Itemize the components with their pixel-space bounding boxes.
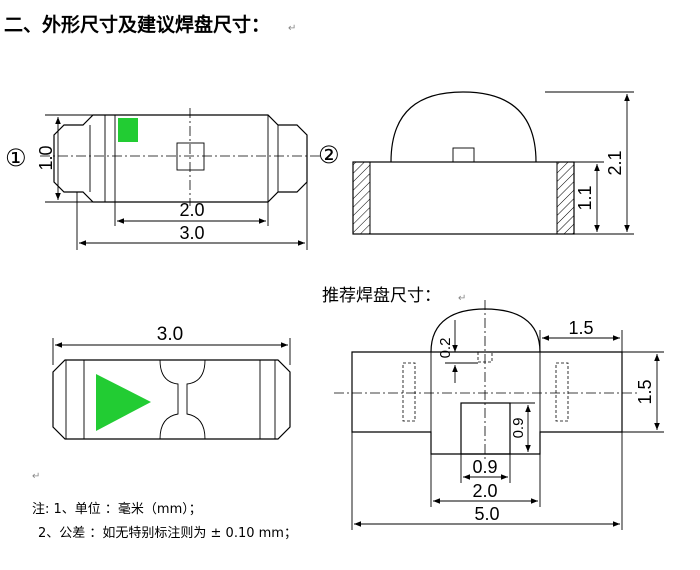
dim-body-height-label: 1.1 xyxy=(575,185,595,210)
pad-layout: 1.5 1.5 0.2 0.9 0.9 2.0 5.0 xyxy=(334,300,664,530)
dim-height-label: 1.0 xyxy=(36,145,56,170)
right-lead-hatch xyxy=(556,161,575,235)
left-lead-hatch xyxy=(352,161,371,235)
right-pad-lead xyxy=(555,362,569,422)
polarity-marker xyxy=(118,118,138,142)
note-line-2: 2、公差 ：如无特别标注则为 ± 0.10 mm； xyxy=(38,525,297,541)
dim-total-span-label: 5.0 xyxy=(474,504,499,524)
note-line-1: 注: 1、单位 ：毫米（mm）； xyxy=(32,501,202,517)
top-view-outline xyxy=(53,114,308,203)
side-view: ② 2.1 1.1 xyxy=(318,91,634,235)
polarity-triangle xyxy=(96,374,151,431)
left-pad-lead xyxy=(402,362,416,422)
dim-total-height-label: 2.1 xyxy=(605,150,625,175)
side-body xyxy=(352,161,575,235)
dim-inner-span-label: 2.0 xyxy=(472,481,497,501)
dim-bottom-length-label: 3.0 xyxy=(157,324,183,345)
pad-title: 推荐焊盘尺寸： xyxy=(322,286,441,306)
dim-center-pad-h-label: 0.9 xyxy=(510,418,527,439)
section-title: 二、外形尺寸及建议焊盘尺寸： xyxy=(4,13,270,36)
bottom-view-outline xyxy=(52,359,291,440)
svg-text:↵: ↵ xyxy=(458,293,466,304)
center-pad xyxy=(460,402,511,455)
bottom-pad-notch-right xyxy=(186,359,206,440)
view-marker-side: ② xyxy=(318,141,340,169)
bottom-view: 3.0 xyxy=(52,324,291,440)
dim-gap-label: 0.2 xyxy=(437,338,454,359)
dim-pad-width-label: 1.5 xyxy=(568,318,593,338)
side-chip xyxy=(452,147,475,163)
dim-inner-length-label: 2.0 xyxy=(179,200,204,220)
return-mark: ↵ xyxy=(288,23,296,34)
dim-pad-height-label: 1.5 xyxy=(635,379,655,404)
view-marker-front: ① xyxy=(5,144,27,172)
dim-center-pad-w-label: 0.9 xyxy=(472,457,497,477)
chip-die xyxy=(176,142,205,171)
dim-total-length-label: 3.0 xyxy=(179,223,204,243)
lens-dome xyxy=(390,91,537,163)
svg-text:↵: ↵ xyxy=(32,471,40,482)
top-view: ① 1.0 2.0 3.0 xyxy=(5,108,320,250)
bottom-pad-notch xyxy=(159,359,179,440)
